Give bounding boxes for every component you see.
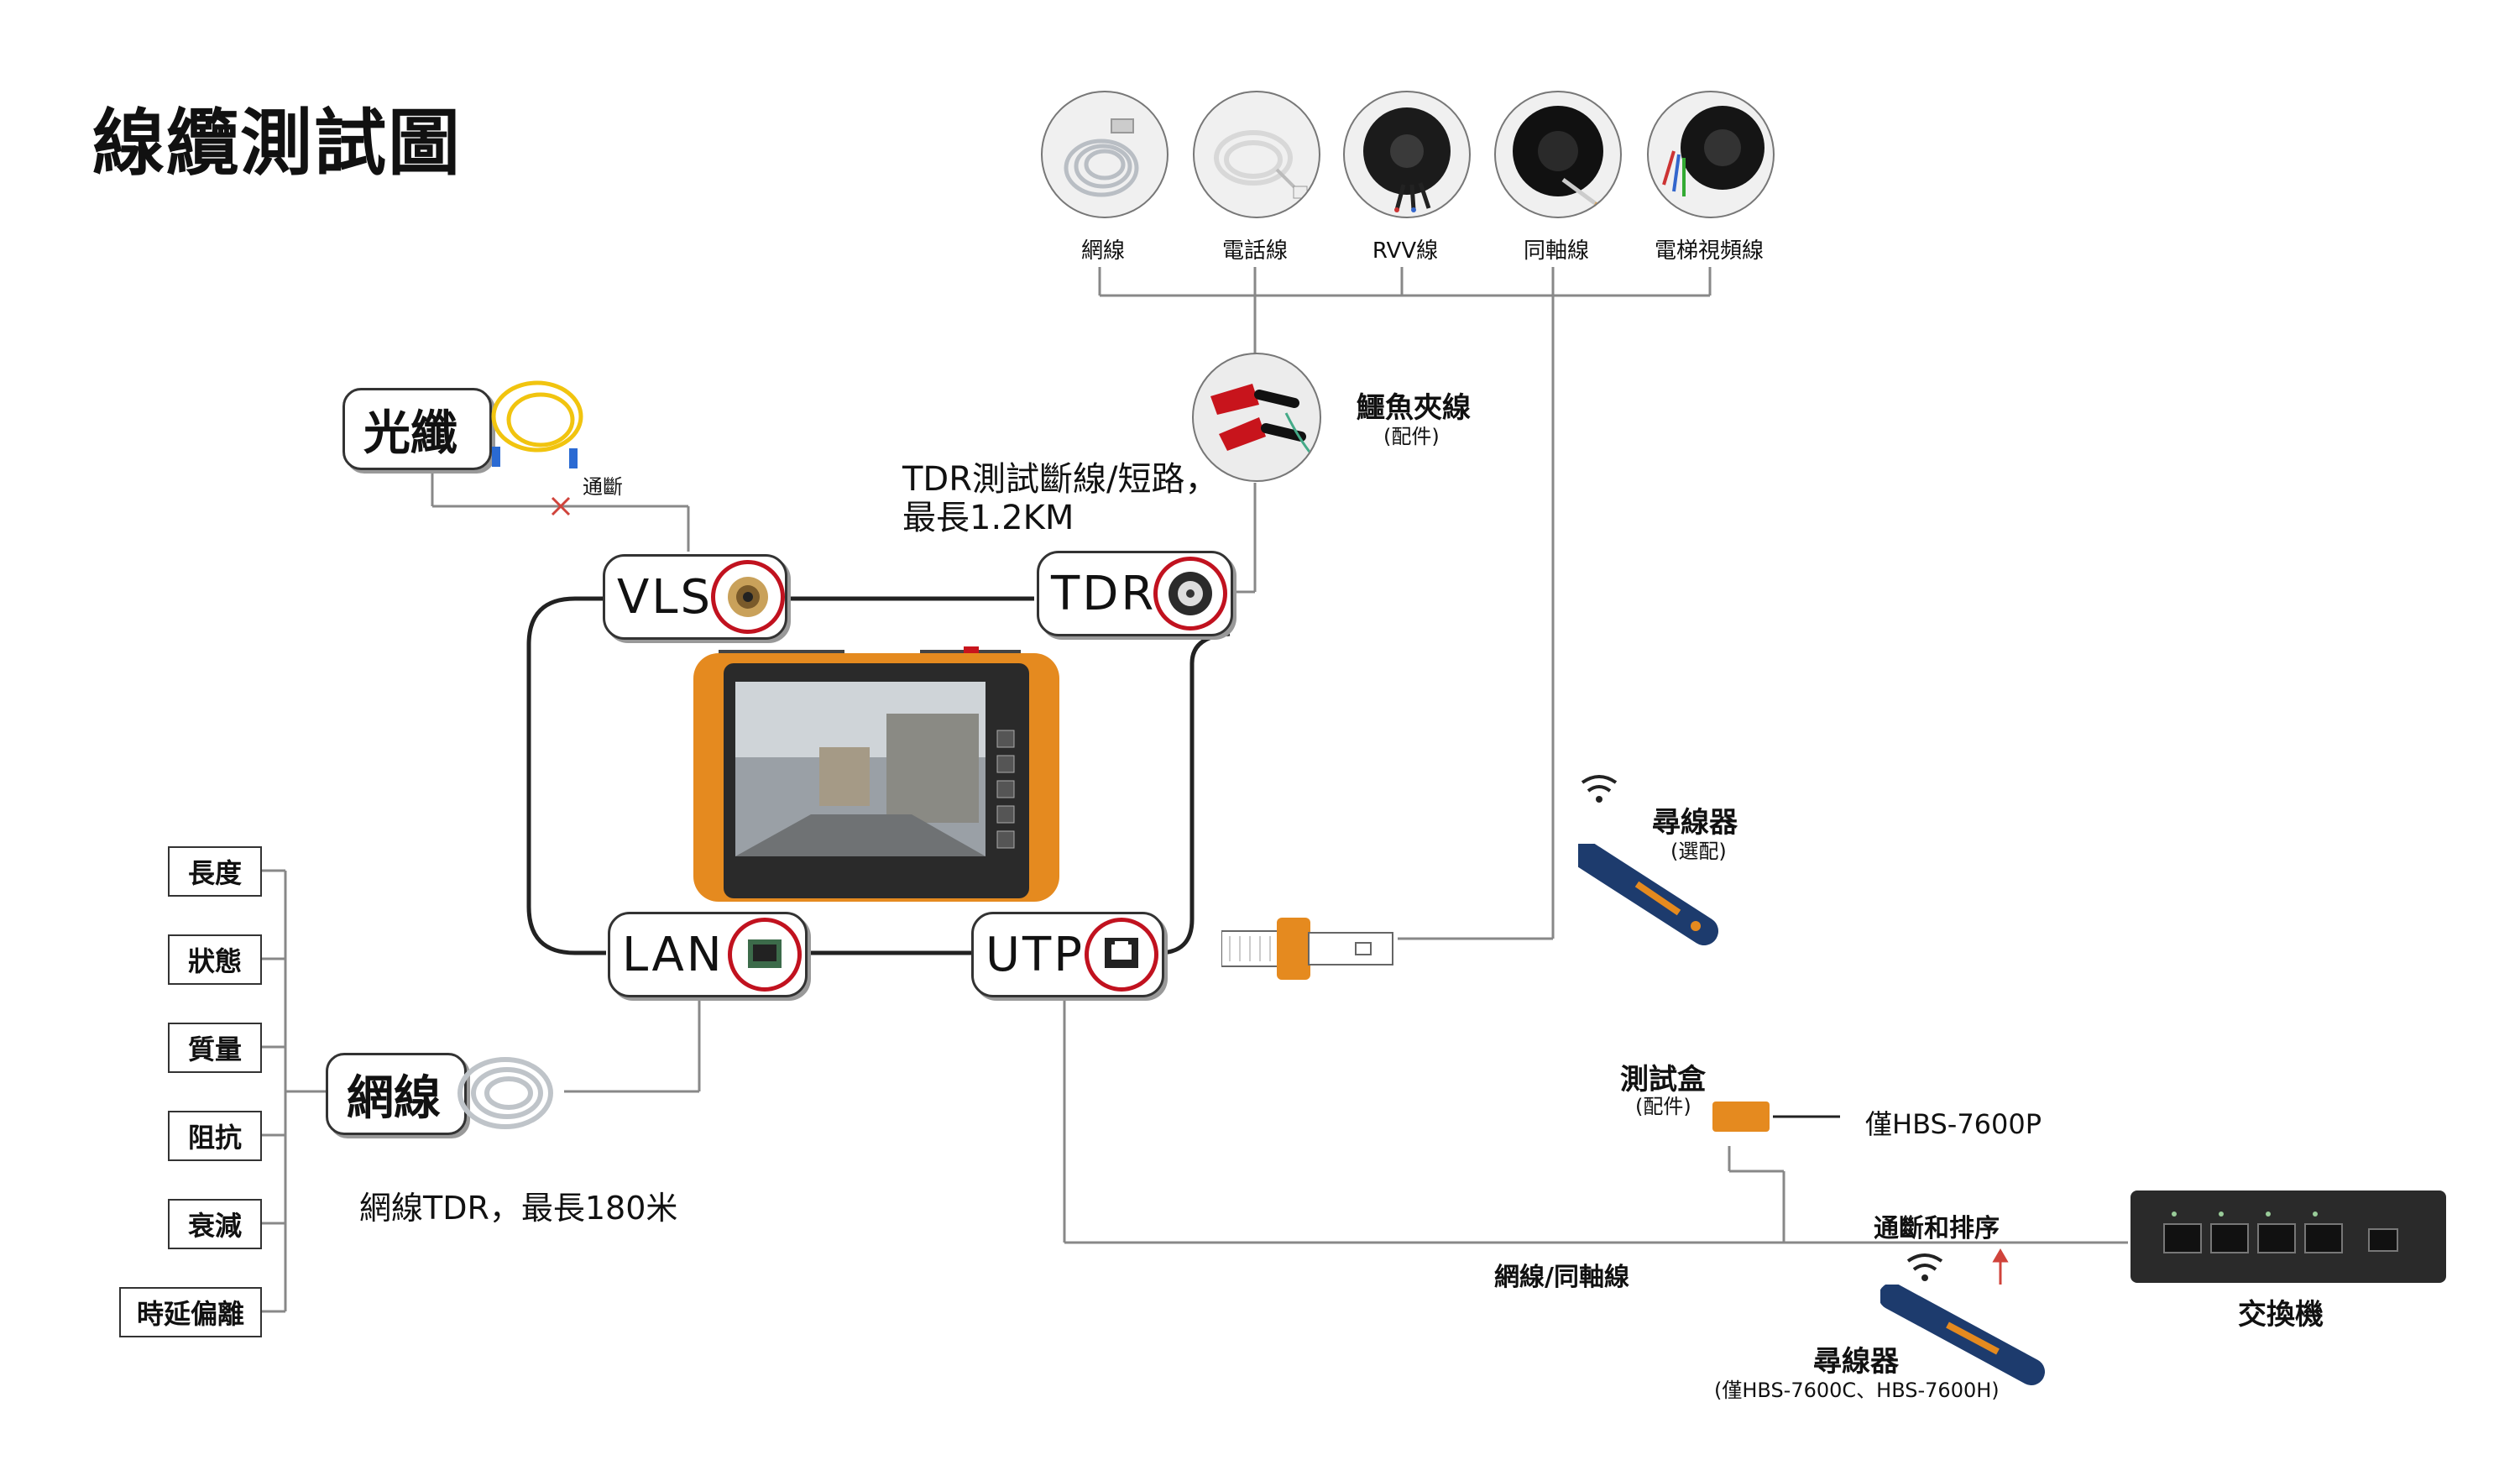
test-box-sub: (配件) — [1635, 1095, 1691, 1118]
port-vls-label: VLS — [617, 569, 714, 625]
wire-finder-icon-bottom — [1879, 1283, 2048, 1397]
fiber-port-icon — [711, 560, 785, 634]
page-title: 線纜測試圖 — [92, 102, 462, 186]
port-lan[interactable]: LAN — [608, 912, 808, 997]
test-box-note: 僅HBS-7600P — [1865, 1108, 2042, 1140]
tester-device — [693, 646, 1059, 903]
cable-label-elevator: 電梯視頻線 — [1654, 238, 1764, 264]
port-vls[interactable]: VLS — [603, 554, 787, 640]
clip-label: 鱷魚夾線 — [1357, 391, 1471, 425]
elevator-video-cable-icon — [1647, 91, 1775, 218]
finder-top-label: 尋線器 — [1652, 806, 1738, 840]
param-impedance: 阻抗 — [168, 1111, 262, 1161]
switch-icon — [2130, 1191, 2449, 1291]
fiber-cable-icon — [485, 373, 594, 477]
bnc-port-icon — [1153, 557, 1227, 631]
clip-sub: (配件) — [1383, 425, 1440, 448]
test-box-label: 測試盒 — [1620, 1063, 1706, 1096]
finder-bottom-sub: (僅HBS-7600C、HBS-7600H) — [1714, 1379, 2000, 1402]
network-coil-icon — [452, 1041, 561, 1145]
test-box-icon — [1712, 1102, 1770, 1132]
phone-cable-icon — [1193, 91, 1320, 218]
finder-top-sub: (選配) — [1670, 840, 1727, 863]
tdr-note-line1: TDR測試斷線/短路， — [902, 460, 1219, 499]
port-utp-label: UTP — [986, 927, 1085, 982]
port-utp[interactable]: UTP — [971, 912, 1164, 997]
route-label: 網線/同軸線 — [1494, 1263, 1629, 1292]
cable-label-phone: 電話線 — [1221, 238, 1288, 264]
port-tdr-label: TDR — [1051, 566, 1157, 621]
network-tdr-note: 網線TDR，最長180米 — [359, 1190, 678, 1227]
rvv-cable-icon — [1343, 91, 1471, 218]
fiber-label: 光纖 — [342, 388, 492, 470]
network-cable-icon — [1041, 91, 1169, 218]
tdr-note-line2: 最長1.2KM — [902, 499, 1074, 537]
wire-finder-icon-top — [1572, 841, 1729, 965]
cable-label-rvv: RVV線 — [1372, 238, 1439, 264]
cable-label-network: 網線 — [1080, 238, 1125, 264]
lan-port-icon — [728, 918, 802, 992]
network-label: 網線 — [326, 1053, 467, 1135]
param-length: 長度 — [168, 846, 262, 897]
cable-label-coax: 同軸線 — [1523, 238, 1589, 264]
port-tdr[interactable]: TDR — [1037, 551, 1233, 636]
fiber-note: 通斷 — [583, 475, 623, 499]
param-status: 狀態 — [168, 934, 262, 985]
bnc-adapter-icon — [1221, 911, 1398, 986]
port-lan-label: LAN — [622, 927, 724, 982]
param-skew: 時延偏離 — [119, 1287, 262, 1337]
param-quality: 質量 — [168, 1023, 262, 1073]
coax-cable-icon — [1494, 91, 1622, 218]
alligator-clip-icon — [1192, 353, 1321, 482]
wifi-signal-icon-bottom — [1904, 1251, 1946, 1288]
route-order-label: 通斷和排序 — [1874, 1214, 2000, 1243]
param-attenuation: 衰減 — [168, 1199, 262, 1249]
utp-port-icon — [1085, 918, 1158, 992]
finder-bottom-label: 尋線器 — [1813, 1345, 1899, 1379]
wifi-signal-icon-top — [1578, 772, 1620, 809]
switch-label: 交換機 — [2238, 1298, 2324, 1332]
